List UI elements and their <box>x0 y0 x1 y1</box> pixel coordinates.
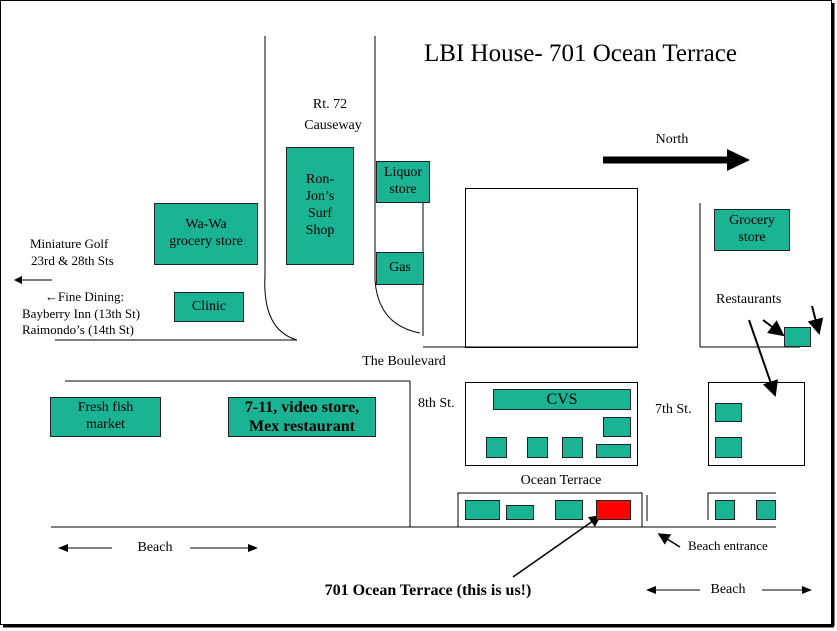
building <box>715 403 742 422</box>
house <box>465 500 500 520</box>
block-cvs <box>465 382 638 466</box>
clinic: Clinic <box>174 292 244 322</box>
our-house-701 <box>596 500 631 520</box>
fresh-fish-market: Fresh fish market <box>50 397 161 437</box>
wawa-grocery-store: Wa-Wa grocery store <box>154 203 258 265</box>
seven-eleven-video-mex: 7-11, video store, Mex restaurant <box>228 397 376 437</box>
8th-st-label: 8th St. <box>418 396 455 411</box>
building <box>486 437 507 458</box>
beach-label-left: Beach <box>137 540 173 555</box>
restaurant-building <box>784 327 811 347</box>
building <box>562 437 583 458</box>
fine-dining-bayberry: Bayberry Inn (13th St) <box>22 306 141 321</box>
ocean-terrace-lots <box>457 492 643 527</box>
house <box>756 500 776 520</box>
7th-st-label: 7th St. <box>655 402 692 417</box>
fine-dining-label: ←Fine Dining: <box>45 289 125 304</box>
miniature-golf-streets: 23rd & 28th Sts <box>31 253 114 268</box>
restaurants-label: Restaurants <box>716 292 782 307</box>
building <box>596 444 631 458</box>
block-empty <box>465 188 638 348</box>
block-7th <box>708 382 805 466</box>
boulevard-label: The Boulevard <box>362 354 446 369</box>
fine-dining-raimondos: Raimondo’s (14th St) <box>22 322 134 337</box>
ocean-terrace-label: Ocean Terrace <box>520 473 602 488</box>
house <box>715 500 735 520</box>
building <box>603 417 631 437</box>
building <box>715 437 742 458</box>
ron-jons-surf-shop: Ron- Jon’s Surf Shop <box>286 147 354 265</box>
gas-station: Gas <box>376 252 424 285</box>
north-label: North <box>655 132 689 147</box>
causeway-label-1: Rt. 72 <box>312 97 348 112</box>
liquor-store: Liquor store <box>376 161 430 203</box>
causeway-label-2: Causeway <box>304 118 362 133</box>
house-pointer <box>512 515 602 578</box>
house <box>555 500 583 520</box>
house <box>506 505 534 520</box>
beach-label-right: Beach <box>710 582 746 597</box>
beach-entrance-label: Beach entrance <box>688 538 768 553</box>
building <box>527 437 548 458</box>
grocery-store: Grocery store <box>714 209 790 251</box>
cvs: CVS <box>493 389 631 410</box>
map-title: LBI House- 701 Ocean Terrace <box>424 40 737 67</box>
house-label: 701 Ocean Terrace (this is us!) <box>324 582 532 599</box>
miniature-golf-label: Miniature Golf <box>30 236 109 251</box>
